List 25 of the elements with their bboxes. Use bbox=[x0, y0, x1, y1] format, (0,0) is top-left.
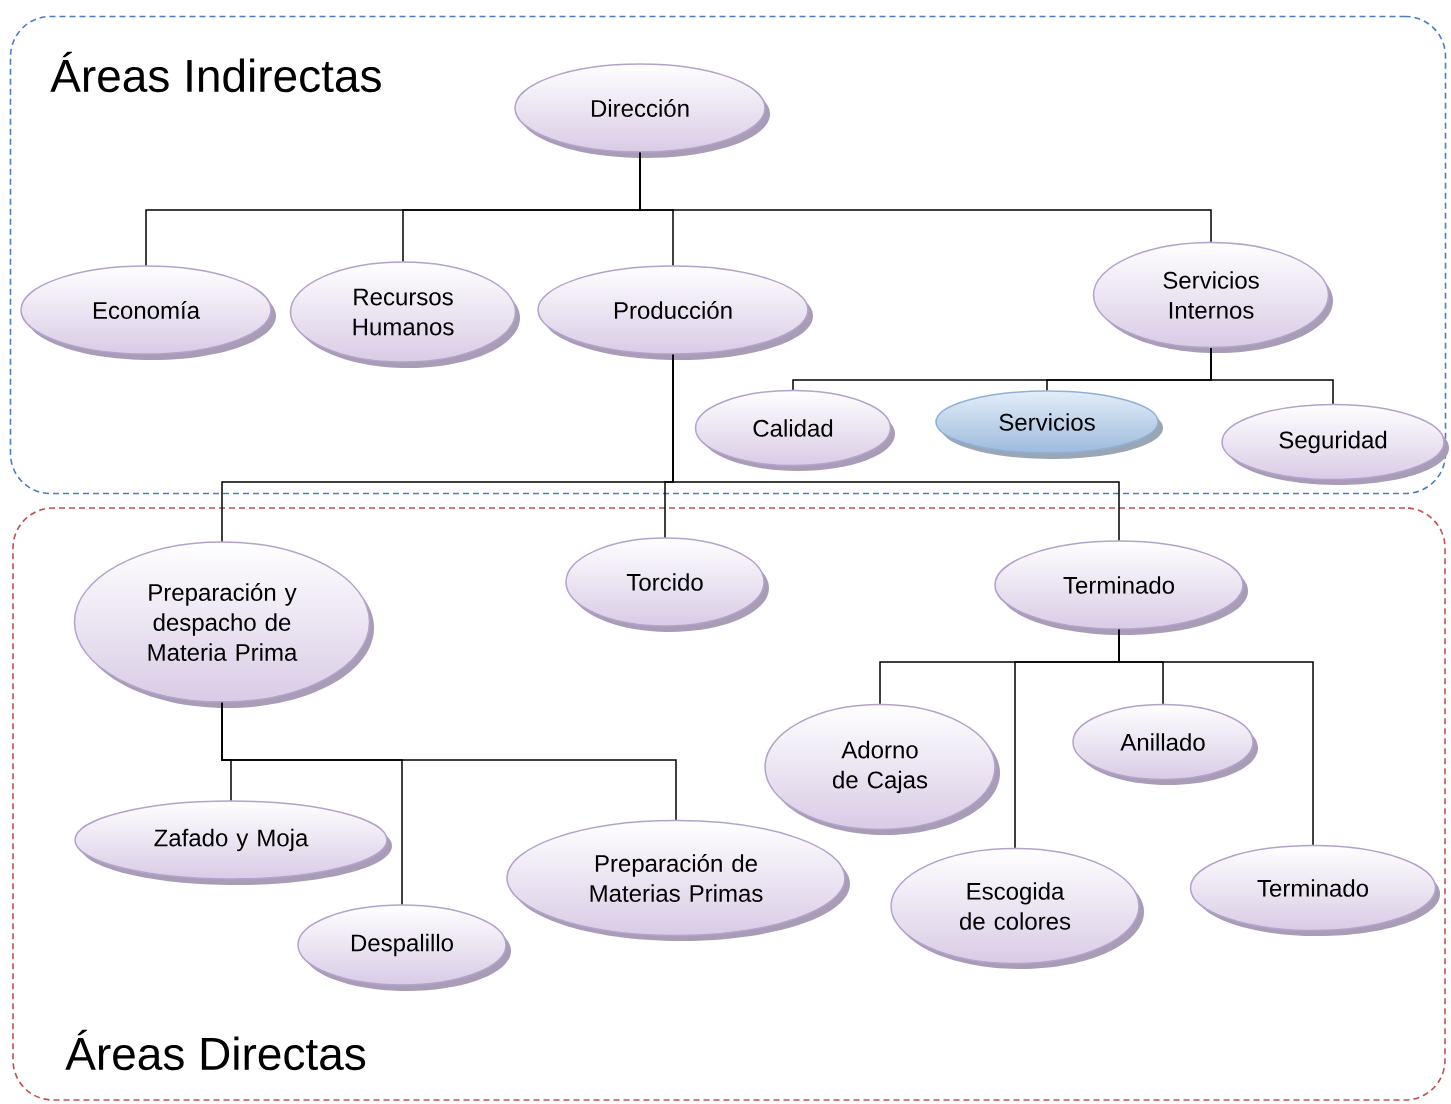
region-title: Áreas Indirectas bbox=[50, 51, 381, 93]
oval-node: Servicios Internos bbox=[1092, 241, 1333, 353]
oval-node: Preparación y despacho de Materia Prima bbox=[73, 541, 374, 708]
oval-node: Producción bbox=[537, 265, 813, 360]
region-title: Áreas Directas bbox=[65, 1029, 366, 1071]
connector-line bbox=[221, 702, 677, 821]
oval-node: Zafado y Moja bbox=[74, 800, 392, 885]
oval-node: Calidad bbox=[694, 389, 895, 471]
oval-node: Economía bbox=[20, 265, 276, 360]
oval-node: Adorno de Cajas bbox=[764, 703, 1000, 835]
oval-node: Terminado bbox=[1189, 844, 1440, 936]
oval-node: Dirección bbox=[514, 63, 770, 158]
oval-node: Despalillo bbox=[297, 904, 511, 991]
oval-node: Escogida de colores bbox=[890, 847, 1144, 969]
oval-node: Torcido bbox=[565, 537, 769, 632]
oval-node: Recursos Humanos bbox=[289, 261, 520, 368]
oval-node: Servicios bbox=[935, 390, 1163, 459]
oval-node: Terminado bbox=[994, 540, 1248, 635]
connector-line bbox=[1118, 629, 1314, 846]
connector-line bbox=[639, 152, 1212, 243]
connector-line bbox=[672, 354, 1120, 541]
oval-node: Anillado bbox=[1072, 703, 1258, 785]
connector-line bbox=[1210, 347, 1334, 405]
oval-node: Preparación de Materias Primas bbox=[506, 819, 850, 941]
oval-node: Seguridad bbox=[1221, 403, 1449, 485]
